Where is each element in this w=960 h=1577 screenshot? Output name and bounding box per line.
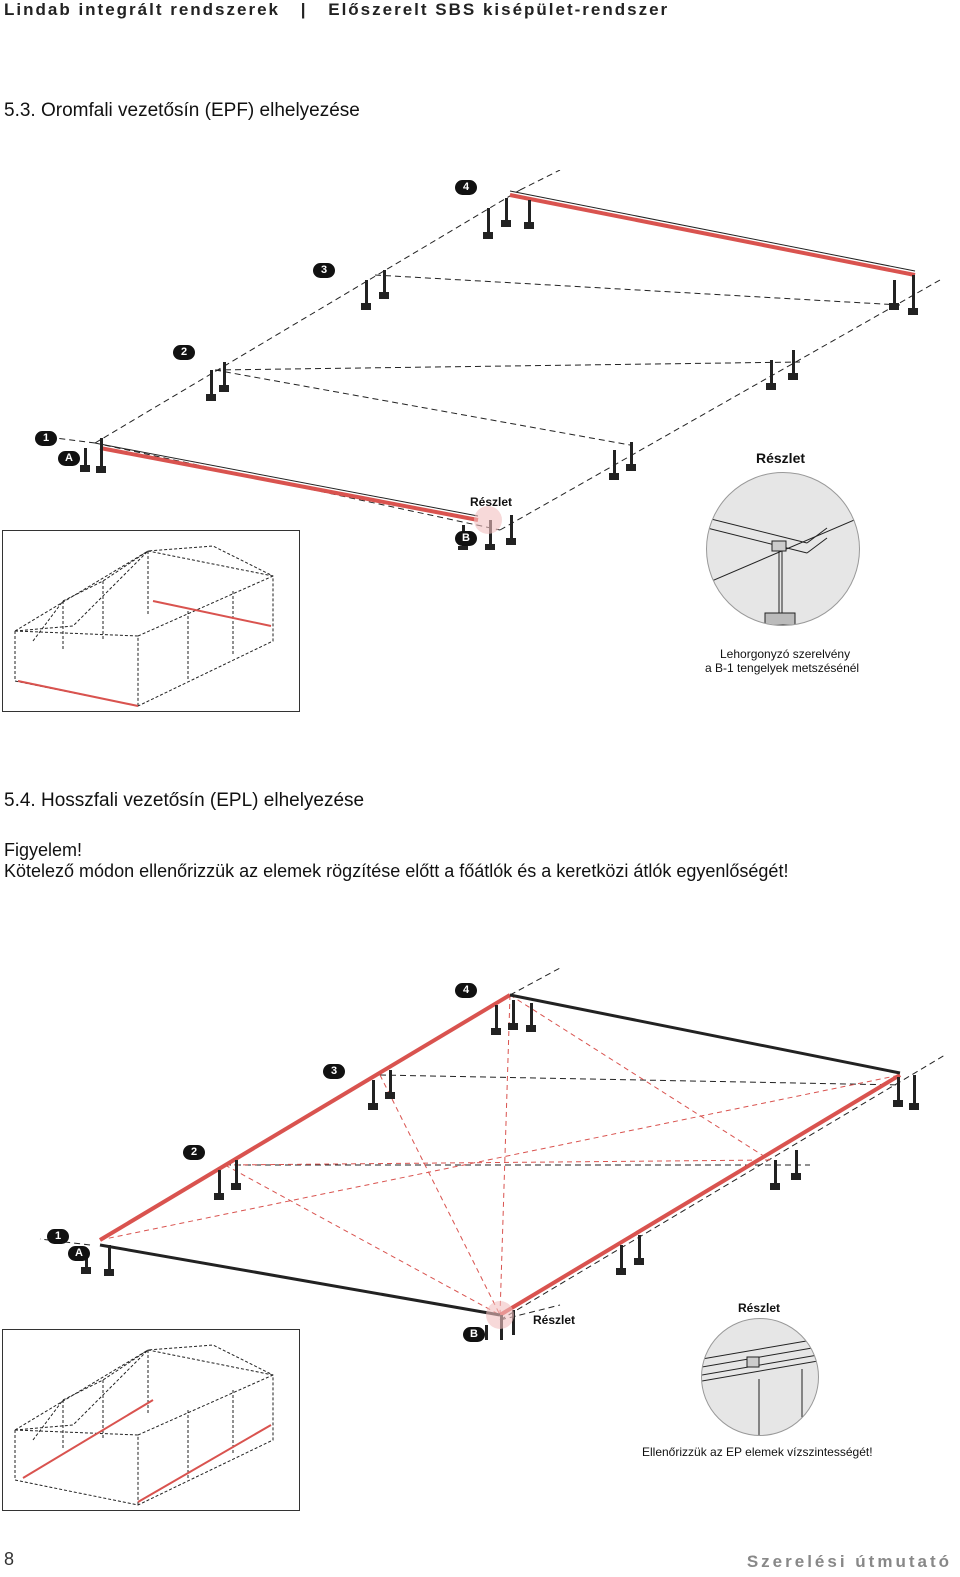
- axis2-badge-3: 3: [323, 1064, 345, 1079]
- axis2-badge-a: A: [68, 1246, 90, 1261]
- section1-inset-3d: [2, 530, 300, 712]
- axis-badge-3: 3: [313, 263, 335, 278]
- section1-title: 5.3. Oromfali vezetősín (EPF) elhelyezés…: [4, 100, 360, 121]
- detail-heading: Részlet: [756, 450, 806, 466]
- building-3d-sketch: [14, 545, 274, 707]
- axis-badge-2: 2: [173, 345, 195, 360]
- axis-badge-b: B: [455, 531, 477, 546]
- document-header: Lindab integrált rendszerek | Előszerelt…: [4, 0, 669, 20]
- header-separator: |: [300, 0, 308, 19]
- section2-inset-3d: [2, 1329, 300, 1511]
- axis2-badge-b: B: [463, 1327, 485, 1342]
- axis2-badge-2: 2: [183, 1145, 205, 1160]
- detail-caption-2: a B-1 tengelyek metszésénél: [705, 661, 860, 675]
- page-number: 8: [4, 1549, 15, 1569]
- axis-badge-a: A: [58, 451, 80, 466]
- warning-text: Kötelező módon ellenőrizzük az elemek rö…: [4, 861, 789, 881]
- anchor-detail-sketch: [707, 517, 859, 625]
- section2-plan-drawing: [39, 967, 946, 1340]
- detail2-marker-label: Részlet: [533, 1313, 576, 1327]
- axis-badge-4: 4: [455, 180, 477, 195]
- section1-plan-drawing: [39, 170, 941, 550]
- header-right: Előszerelt SBS kisépület-rendszer: [328, 0, 670, 19]
- detail2-heading: Részlet: [738, 1301, 781, 1315]
- detail-circle-level: [701, 1318, 819, 1436]
- building-3d-sketch-2: [14, 1344, 274, 1506]
- detail-caption-1: Lehorgonyzó szerelvény: [720, 647, 851, 661]
- warning-title: Figyelem!: [4, 840, 83, 860]
- axis-badge-1: 1: [35, 431, 57, 446]
- axis2-badge-1: 1: [47, 1229, 69, 1244]
- level-detail-sketch: [702, 1338, 818, 1435]
- detail-marker-label: Részlet: [470, 495, 513, 509]
- detail2-caption: Ellenőrizzük az EP elemek vízszintességé…: [642, 1445, 873, 1459]
- footer-title: Szerelési útmutató: [746, 1552, 952, 1571]
- axis2-badge-4: 4: [455, 983, 477, 998]
- header-left: Lindab integrált rendszerek: [4, 0, 280, 19]
- section2-title: 5.4. Hosszfali vezetősín (EPL) elhelyezé…: [4, 790, 365, 811]
- detail-circle-anchor: [706, 472, 860, 626]
